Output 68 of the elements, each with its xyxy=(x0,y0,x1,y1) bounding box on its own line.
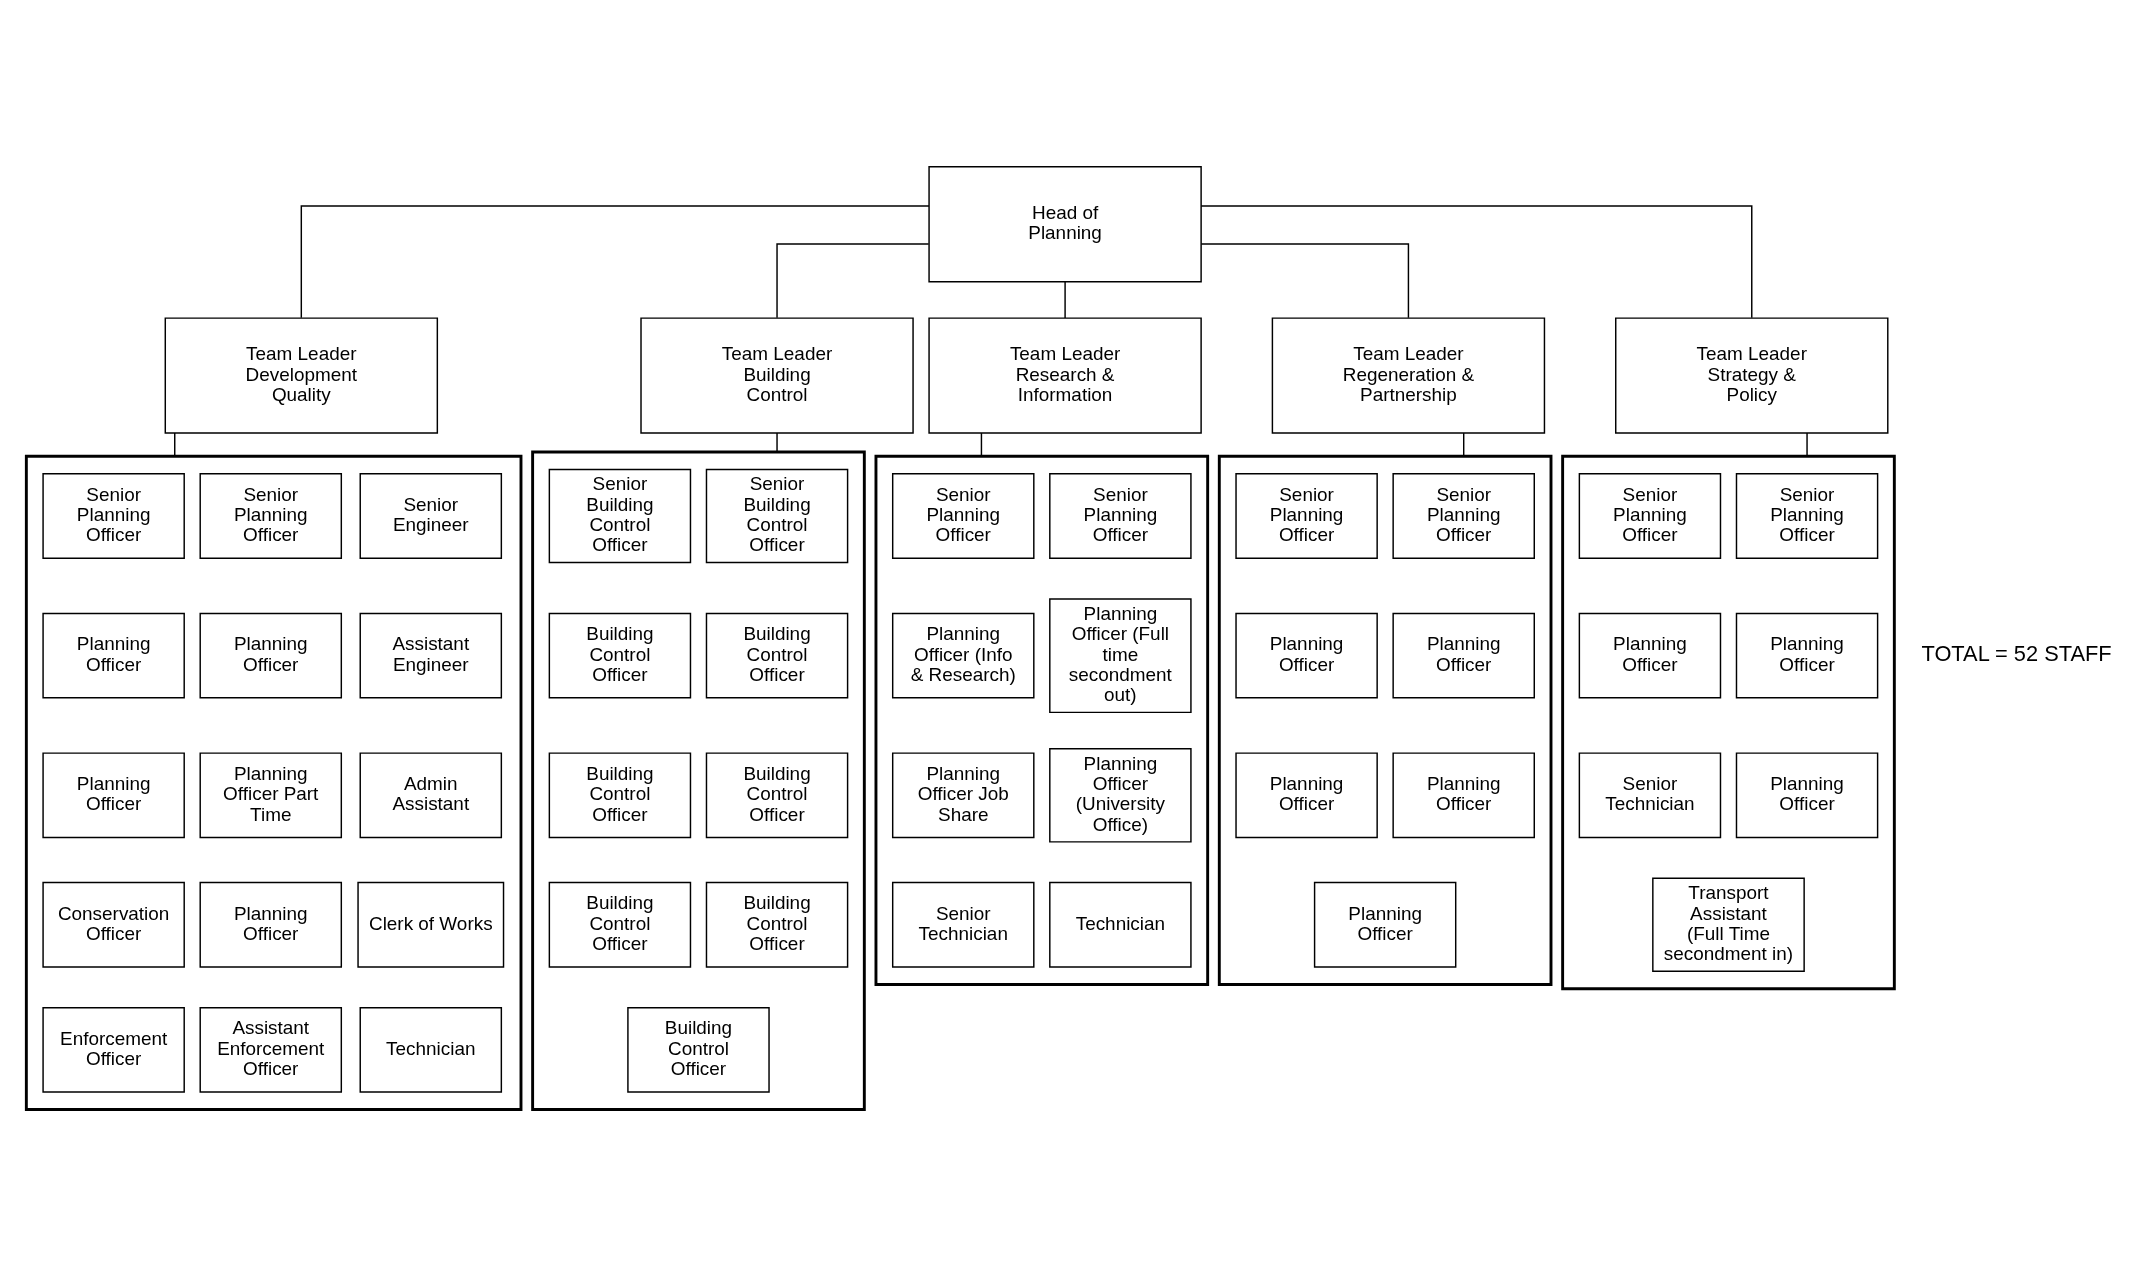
node-box: Senior Planning Officer xyxy=(1578,472,1722,559)
node-box: Planning Officer xyxy=(1578,612,1722,699)
node-box: Senior Planning Officer xyxy=(1735,472,1879,559)
connector xyxy=(1200,204,1753,318)
node-box: Planning Officer xyxy=(1735,612,1879,699)
node-box: Planning Officer xyxy=(199,612,343,699)
node-box: Senior Planning Officer xyxy=(42,472,185,559)
connector xyxy=(1200,242,1410,319)
node-box: Planning Officer Job Share xyxy=(891,751,1035,838)
node-box: Planning Officer xyxy=(199,881,343,968)
node-box: Team Leader Regeneration & Partnership xyxy=(1271,316,1546,434)
node-box: Senior Planning Officer xyxy=(199,472,343,559)
cluster xyxy=(531,450,866,1111)
node-box: Building Control Officer xyxy=(705,612,849,699)
node-box: Building Control Officer xyxy=(548,612,692,699)
node-box: Admin Assistant xyxy=(359,751,503,838)
node-box: Senior Technician xyxy=(891,881,1035,968)
node-box: Enforcement Officer xyxy=(42,1006,185,1093)
node-box: Senior Engineer xyxy=(359,472,503,559)
connector xyxy=(1064,280,1066,319)
connector xyxy=(980,431,983,457)
connector xyxy=(174,431,176,457)
node-box: Senior Technician xyxy=(1578,751,1722,838)
node-box: Team Leader Building Control xyxy=(640,316,914,434)
node-box: Senior Building Control Officer xyxy=(548,468,692,563)
node-box: Senior Planning Officer xyxy=(1235,472,1378,559)
node-box: Building Control Officer xyxy=(627,1006,770,1093)
node-box: Planning Officer (Full time secondment out) xyxy=(1049,597,1192,713)
node-box: Assistant Engineer xyxy=(359,612,503,699)
cluster xyxy=(1217,454,1553,986)
node-box: Planning Officer xyxy=(1735,751,1879,838)
node-box: Planning Officer xyxy=(1392,751,1535,838)
connector xyxy=(776,242,930,319)
node-box: Senior Planning Officer xyxy=(891,472,1035,559)
node-box: Planning Officer xyxy=(1235,612,1378,699)
cluster xyxy=(1561,454,1896,990)
node-box: Building Control Officer xyxy=(705,881,849,968)
node-box: Planning Officer xyxy=(42,751,185,838)
node-box: Conservation Officer xyxy=(42,881,185,968)
node-box: Building Control Officer xyxy=(548,881,692,968)
node-box: Clerk of Works xyxy=(357,881,505,968)
node-box: Transport Assistant (Full Time secondment in) xyxy=(1652,877,1805,972)
node-box: Building Control Officer xyxy=(548,751,692,838)
node-box: Technician xyxy=(1049,881,1192,968)
node-box: Senior Building Control Officer xyxy=(705,468,849,563)
node-box: Building Control Officer xyxy=(705,751,849,838)
node-box: Head of Planning xyxy=(928,165,1202,282)
connector xyxy=(1806,431,1808,457)
node-box: Planning Officer (University Office) xyxy=(1049,747,1192,843)
node-box: Team Leader Research & Information xyxy=(928,316,1202,434)
node-box: Senior Planning Officer xyxy=(1392,472,1535,559)
connector xyxy=(1463,431,1465,457)
node-box: Planning Officer xyxy=(1392,612,1535,699)
cluster xyxy=(24,454,523,1111)
node-box: Technician xyxy=(359,1006,503,1093)
node-box: Team Leader Strategy & Policy xyxy=(1615,316,1889,434)
node-box: Team Leader Development Quality xyxy=(164,316,439,434)
connector xyxy=(776,431,778,453)
connector xyxy=(300,204,930,318)
node-box: Planning Officer (Info & Research) xyxy=(891,612,1035,699)
node-box: Senior Planning Officer xyxy=(1049,472,1192,559)
label: TOTAL = 52 STAFF xyxy=(1921,640,2112,666)
node-box: Planning Officer xyxy=(1313,881,1457,968)
node-box: Planning Officer xyxy=(42,612,185,699)
node-box: Planning Officer Part Time xyxy=(199,751,343,838)
cluster xyxy=(874,454,1210,986)
node-box: Assistant Enforcement Officer xyxy=(199,1006,343,1093)
node-box: Planning Officer xyxy=(1235,751,1378,838)
